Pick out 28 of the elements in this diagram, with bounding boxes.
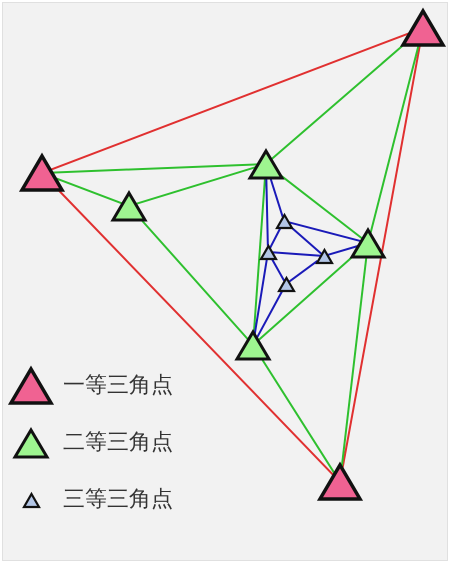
connection-line	[288, 221, 362, 242]
connection-line	[50, 32, 410, 171]
connection-line	[369, 44, 420, 234]
connection-line	[341, 44, 421, 470]
connection-line	[140, 218, 249, 340]
legend-label: 三等三角点	[63, 489, 173, 511]
connection-line	[326, 244, 359, 256]
connection-line	[268, 227, 282, 250]
connection-line	[280, 174, 364, 240]
connection-line	[269, 177, 284, 218]
connection-line	[52, 163, 258, 174]
connection-line	[272, 251, 320, 257]
connection-line	[254, 258, 268, 335]
connection-line	[58, 189, 334, 476]
connection-line	[260, 358, 336, 474]
legend-label: 二等三角点	[63, 432, 173, 454]
legend-label: 一等三角点	[63, 375, 173, 397]
connection-line	[265, 177, 269, 246]
connection-line	[270, 44, 404, 160]
connection-line	[258, 256, 354, 342]
connection-line	[270, 258, 286, 282]
connection-line	[256, 290, 284, 338]
connection-line	[288, 260, 318, 283]
connection-line	[135, 166, 257, 205]
connection-line	[252, 177, 266, 334]
connection-line	[54, 176, 123, 204]
connection-line	[290, 226, 322, 255]
connection-line	[340, 256, 368, 468]
